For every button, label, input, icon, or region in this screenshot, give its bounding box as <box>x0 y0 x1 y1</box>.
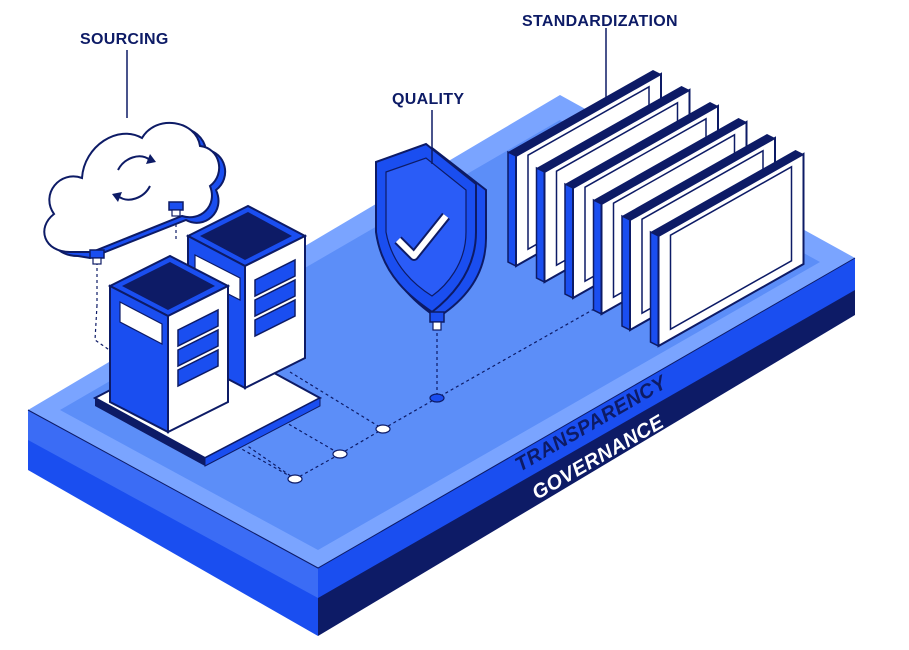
standardization-label: STANDARDIZATION <box>522 13 678 30</box>
server-front <box>107 254 231 434</box>
server-rack-icon <box>92 204 323 467</box>
quality-label: QUALITY <box>392 91 464 108</box>
node-dot <box>332 449 348 459</box>
shield-check-icon <box>375 142 487 331</box>
document-panel-icon <box>507 70 805 348</box>
node-dot <box>375 424 391 434</box>
standard-panel <box>649 150 805 348</box>
node-dot <box>429 393 445 403</box>
cloud-sync-icon <box>43 121 226 265</box>
sourcing-label: SOURCING <box>80 31 169 48</box>
node-dot <box>287 474 303 484</box>
connector-nodes <box>287 393 445 484</box>
